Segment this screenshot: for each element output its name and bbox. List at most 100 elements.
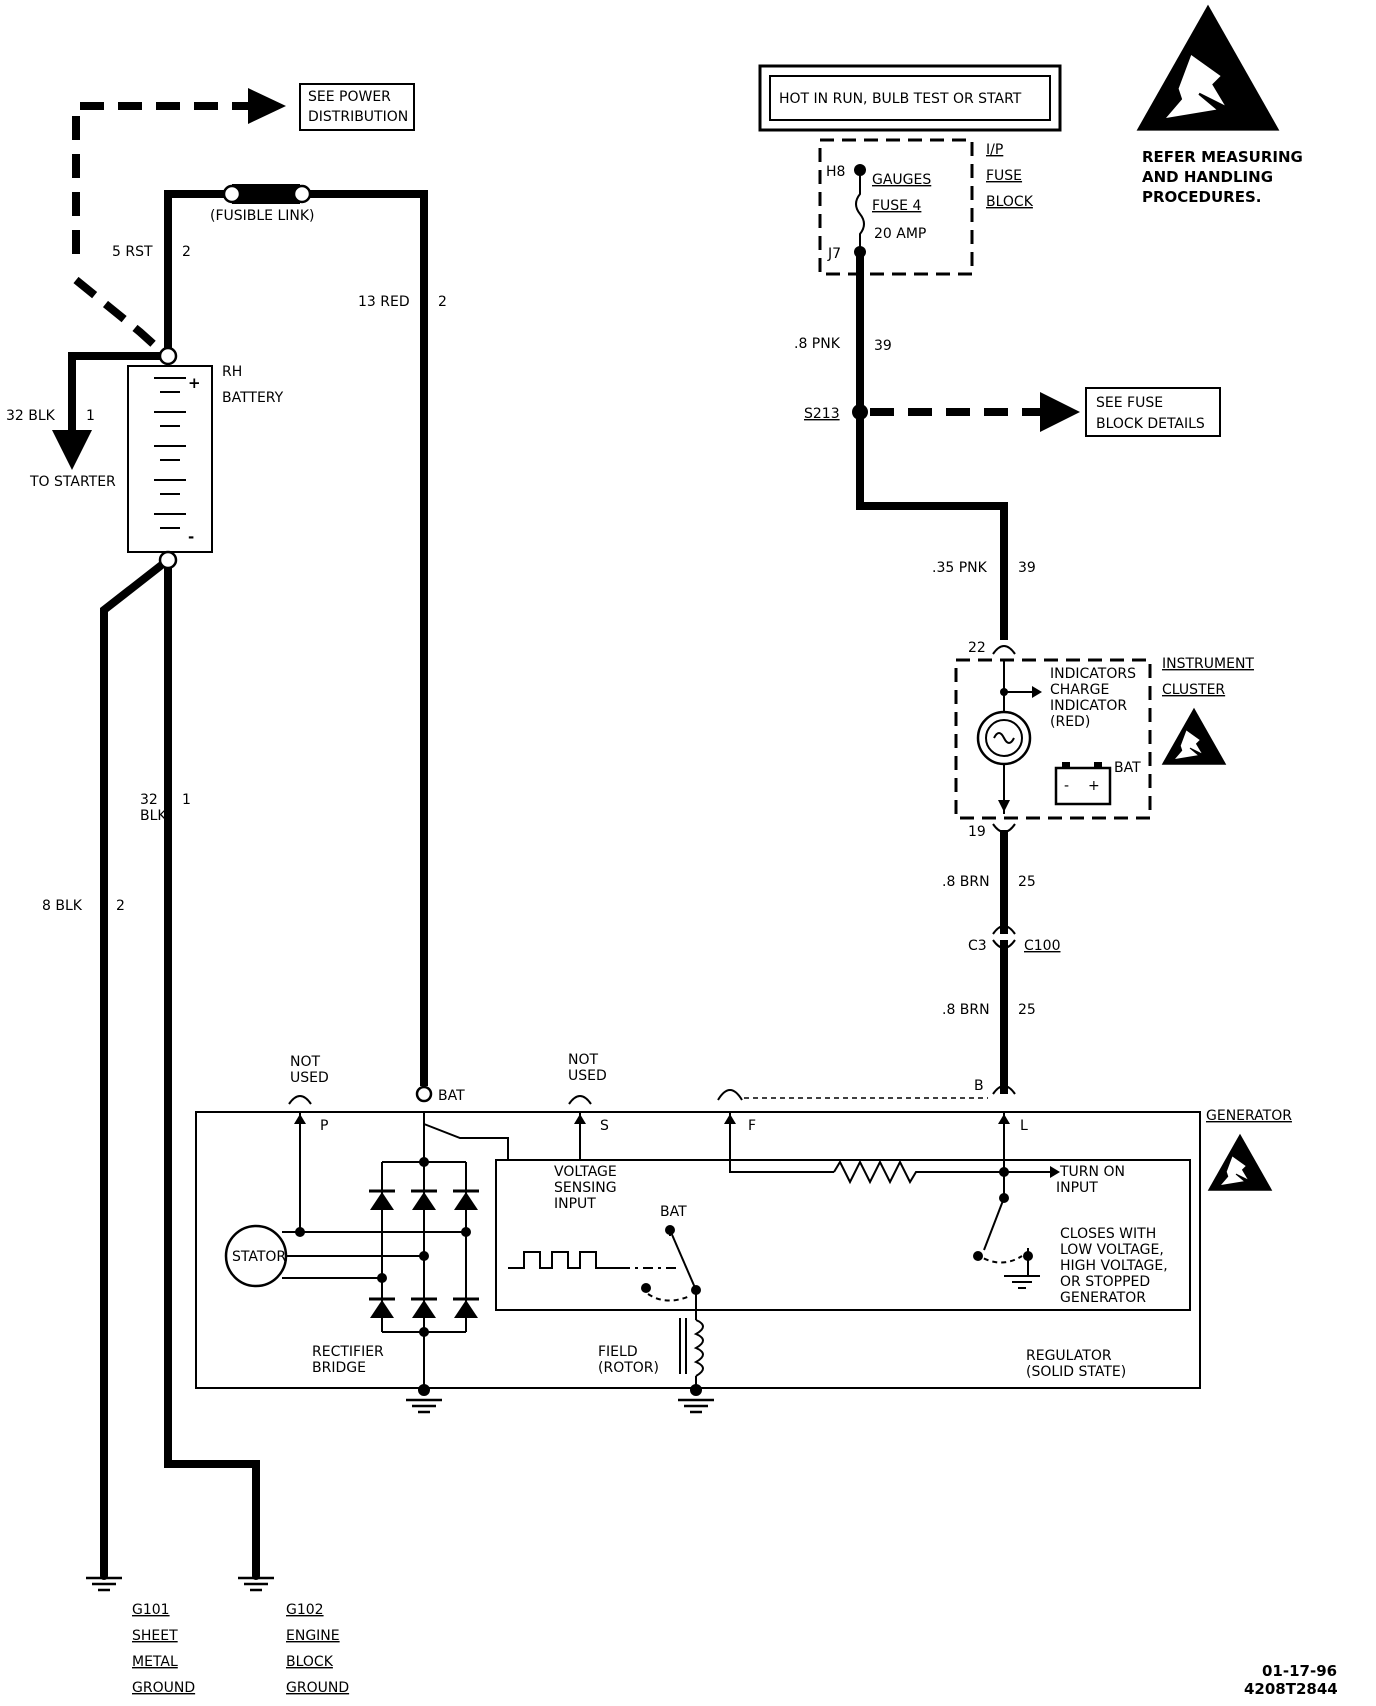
starter-wire	[68, 352, 168, 432]
pnk-upper-circuit: 39	[874, 338, 892, 354]
brn-lower-circuit: 25	[1018, 1002, 1036, 1018]
esd-note-3: PROCEDURES.	[1142, 188, 1261, 206]
indicator-line4: (RED)	[1050, 714, 1090, 730]
battery-icon	[1054, 766, 1112, 806]
rectifier-bridge: RECTIFIER BRIDGE	[312, 1157, 481, 1414]
g101-line1: G101	[132, 1602, 170, 1618]
see-power-line1: SEE POWER	[308, 89, 391, 105]
rst-wire	[164, 190, 232, 356]
red-gauge: 13 RED	[358, 294, 410, 310]
fuse-number: FUSE 4	[872, 198, 921, 214]
fuse-block-title-2: FUSE	[986, 168, 1022, 184]
esd-icon	[1161, 707, 1227, 765]
g102-line4: GROUND	[286, 1680, 349, 1696]
terminal-p: P	[320, 1118, 328, 1134]
field-coil	[693, 1319, 704, 1377]
diode-icon	[451, 1189, 481, 1212]
ground-g102: G102 ENGINE BLOCK GROUND	[236, 1572, 349, 1696]
terminal-f: F	[748, 1118, 756, 1134]
s-not-used-2: USED	[568, 1068, 607, 1084]
generator-title: GENERATOR	[1206, 1108, 1292, 1124]
battery-plus: +	[188, 374, 201, 392]
pulse-waveform	[508, 1251, 620, 1269]
fuse-block-title-3: BLOCK	[986, 194, 1034, 210]
battery-label-2: BATTERY	[222, 390, 284, 406]
closes-1: CLOSES WITH	[1060, 1226, 1156, 1242]
brn-upper-gauge: .8 BRN	[942, 874, 990, 890]
fusible-link-label: (FUSIBLE LINK)	[210, 208, 315, 224]
regulator-1: REGULATOR	[1026, 1348, 1112, 1364]
ignition-wires	[852, 256, 1080, 640]
arrow-down-icon	[52, 430, 92, 470]
diode-icon	[451, 1297, 481, 1320]
g102-line2: ENGINE	[286, 1628, 340, 1644]
hot-in-run-box: HOT IN RUN, BULB TEST OR START	[758, 64, 1062, 132]
cluster-bat-label: BAT	[1114, 760, 1141, 776]
esd-warning-icon	[1136, 4, 1280, 131]
generator: GENERATOR NOT USED P BAT NOT USED S F B …	[195, 1052, 1292, 1414]
connector-right: C100	[1024, 938, 1061, 954]
red-wire	[310, 190, 428, 1086]
cluster-pin-bottom: 19	[968, 824, 986, 840]
instrument-cluster: 22 -+ BAT INDICATORS CHARGE INDICATOR (R…	[954, 640, 1254, 840]
ground-g101: G101 SHEET METAL GROUND	[84, 1572, 195, 1696]
closes-3: HIGH VOLTAGE,	[1060, 1258, 1168, 1274]
svg-text:-: -	[1064, 778, 1069, 794]
fuse-pin-in: H8	[826, 164, 845, 180]
rectifier-1: RECTIFIER	[312, 1344, 384, 1360]
esd-note-1: REFER MEASURING	[1142, 148, 1303, 166]
voltage-sensing-1: VOLTAGE	[554, 1164, 617, 1180]
internal-bat-label: BAT	[660, 1204, 687, 1220]
turn-on-2: INPUT	[1056, 1180, 1098, 1196]
s-not-used-1: NOT	[568, 1052, 598, 1068]
brn-lower-gauge: .8 BRN	[942, 1002, 990, 1018]
terminal-bat: BAT	[438, 1088, 465, 1104]
arrow-right-icon	[1040, 392, 1080, 432]
fuse-rating: 20 AMP	[874, 226, 926, 242]
fuse-block: H8 J7 GAUGES FUSE 4 20 AMP I/P FUSE BLOC…	[818, 138, 1034, 276]
field-2: (ROTOR)	[598, 1360, 659, 1376]
indicator-line2: CHARGE	[1050, 682, 1109, 698]
connector-left: C3	[968, 938, 987, 954]
field-1: FIELD	[598, 1344, 638, 1360]
cluster-pin-top: 22	[968, 640, 986, 656]
power-dash-arrow	[72, 88, 286, 353]
regulator-2: (SOLID STATE)	[1026, 1364, 1126, 1380]
g101-line2: SHEET	[132, 1628, 178, 1644]
g101-line4: GROUND	[132, 1680, 195, 1696]
g102-line1: G102	[286, 1602, 324, 1618]
hot-in-run-label: HOT IN RUN, BULB TEST OR START	[779, 91, 1022, 107]
footer-date: 01-17-96	[1262, 1662, 1337, 1680]
diode-icon	[409, 1297, 439, 1320]
starter-circuit: 1	[86, 408, 95, 424]
fuse-symbol	[855, 172, 865, 252]
see-fuse-line2: BLOCK DETAILS	[1096, 416, 1205, 432]
to-starter-label: TO STARTER	[29, 474, 116, 490]
diode-icon	[409, 1189, 439, 1212]
brn-wires	[992, 830, 1016, 1095]
fusible-link	[232, 184, 300, 204]
cluster-title-2: CLUSTER	[1162, 682, 1225, 698]
blk-ground-gauge-2: BLK	[140, 808, 167, 824]
terminal-b: B	[974, 1078, 984, 1094]
p-not-used-1: NOT	[290, 1054, 320, 1070]
voltage-sensing-2: SENSING	[554, 1180, 617, 1196]
starter-gauge: 32 BLK	[6, 408, 56, 424]
blk-ground-gauge-1: 32	[140, 792, 158, 808]
brn-upper-circuit: 25	[1018, 874, 1036, 890]
red-circuit: 2	[438, 294, 447, 310]
blk-sheet-circuit: 2	[116, 898, 125, 914]
closes-2: LOW VOLTAGE,	[1060, 1242, 1164, 1258]
turn-on-1: TURN ON	[1059, 1164, 1125, 1180]
arrow-right-icon	[248, 88, 286, 124]
fuse-block-title-1: I/P	[986, 142, 1003, 158]
p-not-used-2: USED	[290, 1070, 329, 1086]
battery-minus: -	[188, 528, 194, 546]
see-power-line2: DISTRIBUTION	[308, 109, 408, 125]
g102-line3: BLOCK	[286, 1654, 334, 1670]
svg-text:+: +	[1088, 778, 1100, 794]
rst-gauge: 5 RST	[112, 244, 153, 260]
rst-circuit: 2	[182, 244, 191, 260]
esd-note-2: AND HANDLING	[1142, 168, 1273, 186]
